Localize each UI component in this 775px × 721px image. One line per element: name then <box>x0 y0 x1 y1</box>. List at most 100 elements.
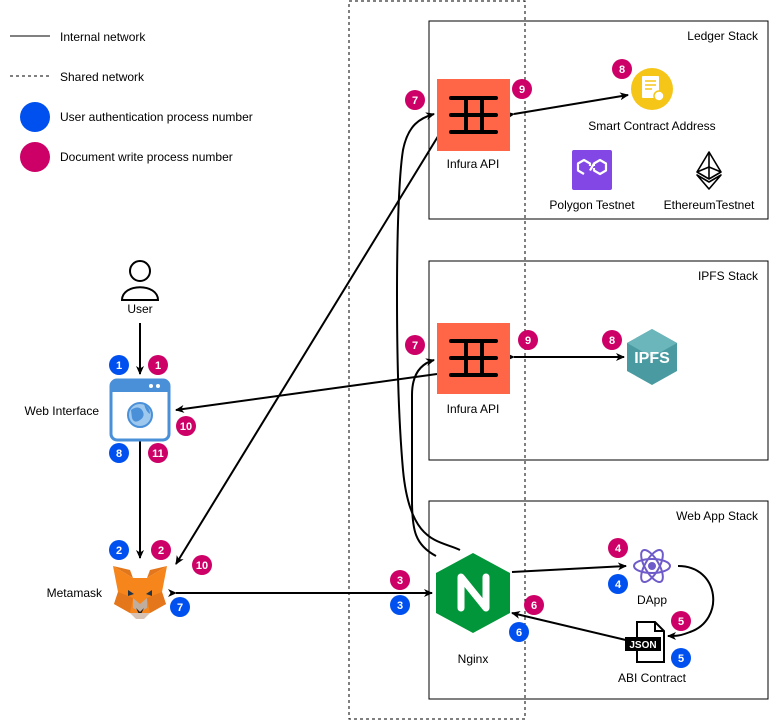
badge-circle <box>109 540 129 560</box>
badge-number: 7 <box>412 340 418 352</box>
badge-circle <box>192 555 212 575</box>
abi-contract-label: ABI Contract <box>618 671 687 685</box>
badge-circle <box>390 570 410 590</box>
metamask-node: Metamask <box>47 566 167 619</box>
badge-write-10-web: 10 <box>176 416 196 436</box>
webapp-stack-box <box>428 500 769 700</box>
badge-auth-5: 5 <box>671 648 691 668</box>
ethereum-logo-icon <box>696 151 722 190</box>
json-icon-text: JSON <box>629 640 656 651</box>
badge-number: 5 <box>678 653 684 665</box>
user-label: User <box>127 302 152 316</box>
badge-number: 5 <box>678 616 684 628</box>
badge-write-2: 2 <box>151 540 171 560</box>
legend-auth-circle <box>20 102 50 132</box>
badge-number: 9 <box>519 84 525 96</box>
user-icon <box>120 260 160 301</box>
badge-number: 6 <box>516 627 522 639</box>
badge-number: 8 <box>619 64 625 76</box>
badge-circle <box>148 443 168 463</box>
legend: Internal network Shared network User aut… <box>10 30 253 172</box>
badge-auth-2: 2 <box>109 540 129 560</box>
edge-ipfs-infura-to-web <box>175 373 438 413</box>
badge-circle <box>512 79 532 99</box>
abi-contract-node: JSON ABI Contract <box>618 621 687 685</box>
badge-circle <box>602 330 622 350</box>
nginx-node: Nginx <box>436 553 510 666</box>
ethereum-label: EthereumTestnet <box>664 198 755 212</box>
legend-shared-network: Shared network <box>60 70 145 84</box>
badge-circle <box>608 574 628 594</box>
badge-circle <box>170 597 190 617</box>
badge-circle <box>524 595 544 615</box>
react-atom-icon <box>633 549 671 583</box>
badge-number: 2 <box>116 545 122 557</box>
web-interface-node: Web Interface <box>25 378 171 442</box>
badge-write-3: 3 <box>390 570 410 590</box>
ipfs-logo-text: IPFS <box>634 350 670 367</box>
badge-number: 10 <box>180 421 192 433</box>
dapp-node: DApp <box>633 549 671 607</box>
badge-circle <box>405 335 425 355</box>
badge-auth-1: 1 <box>109 355 129 375</box>
badge-auth-8: 8 <box>109 443 129 463</box>
edge-nginx-to-ipfs-infura <box>410 358 437 557</box>
badge-auth-7: 7 <box>170 597 190 617</box>
badge-circle <box>390 595 410 615</box>
badge-write-10-mm: 10 <box>192 555 212 575</box>
legend-internal-network: Internal network <box>60 30 146 44</box>
badge-write-8-ledger: 8 <box>612 59 632 79</box>
infura-ledger-label: Infura API <box>447 157 500 171</box>
badge-auth-3: 3 <box>390 595 410 615</box>
badge-write-9-ledger: 9 <box>512 79 532 99</box>
json-file-icon: JSON <box>625 621 665 663</box>
nginx-logo-icon <box>436 553 510 633</box>
infura-ledger-node: Infura API <box>437 79 510 171</box>
edge-nginx-to-dapp <box>511 562 627 573</box>
edge-abi-to-nginx <box>511 610 631 642</box>
badge-circle <box>176 416 196 436</box>
badge-number: 7 <box>412 95 418 107</box>
infura-ipfs-label: Infura API <box>447 402 500 416</box>
ledger-stack-title: Ledger Stack <box>687 29 759 43</box>
badge-number: 8 <box>609 335 615 347</box>
badge-write-1: 1 <box>148 355 168 375</box>
badge-circle <box>518 330 538 350</box>
metamask-label: Metamask <box>47 586 103 600</box>
badge-circle <box>612 59 632 79</box>
badge-number: 3 <box>397 600 403 612</box>
badge-number: 4 <box>615 579 622 591</box>
polygon-node: Polygon Testnet <box>549 150 635 212</box>
badge-number: 6 <box>531 600 537 612</box>
browser-globe-icon <box>109 378 171 442</box>
badge-number: 8 <box>116 448 122 460</box>
badge-write-8-ipfs: 8 <box>602 330 622 350</box>
ethereum-node: EthereumTestnet <box>664 151 755 212</box>
smart-contract-node: Smart Contract Address <box>588 68 716 133</box>
badge-number: 9 <box>525 335 531 347</box>
edge-nginx-to-ledger-infura <box>396 112 461 551</box>
polygon-logo-icon <box>572 150 612 190</box>
badge-write-9-ipfs: 9 <box>518 330 538 350</box>
badge-write-5: 5 <box>671 611 691 631</box>
badge-number: 2 <box>158 545 164 557</box>
badge-circle <box>148 355 168 375</box>
certificate-icon <box>631 68 673 110</box>
infura-ipfs-node: Infura API <box>437 323 510 416</box>
badge-circle <box>671 648 691 668</box>
user-node: User <box>120 260 160 316</box>
edge-ledger-infura-to-metamask <box>175 119 449 565</box>
edge-ledger-infura-contract <box>505 92 629 120</box>
badge-circle <box>509 622 529 642</box>
legend-doc-write: Document write process number <box>60 150 233 164</box>
badge-number: 10 <box>196 560 208 572</box>
webapp-stack-title: Web App Stack <box>676 509 759 523</box>
legend-user-auth: User authentication process number <box>60 110 253 124</box>
badge-number: 4 <box>615 543 622 555</box>
badge-write-7-ipfs: 7 <box>405 335 425 355</box>
badge-auth-4: 4 <box>608 574 628 594</box>
badge-circle <box>109 355 129 375</box>
badge-number: 7 <box>177 602 183 614</box>
